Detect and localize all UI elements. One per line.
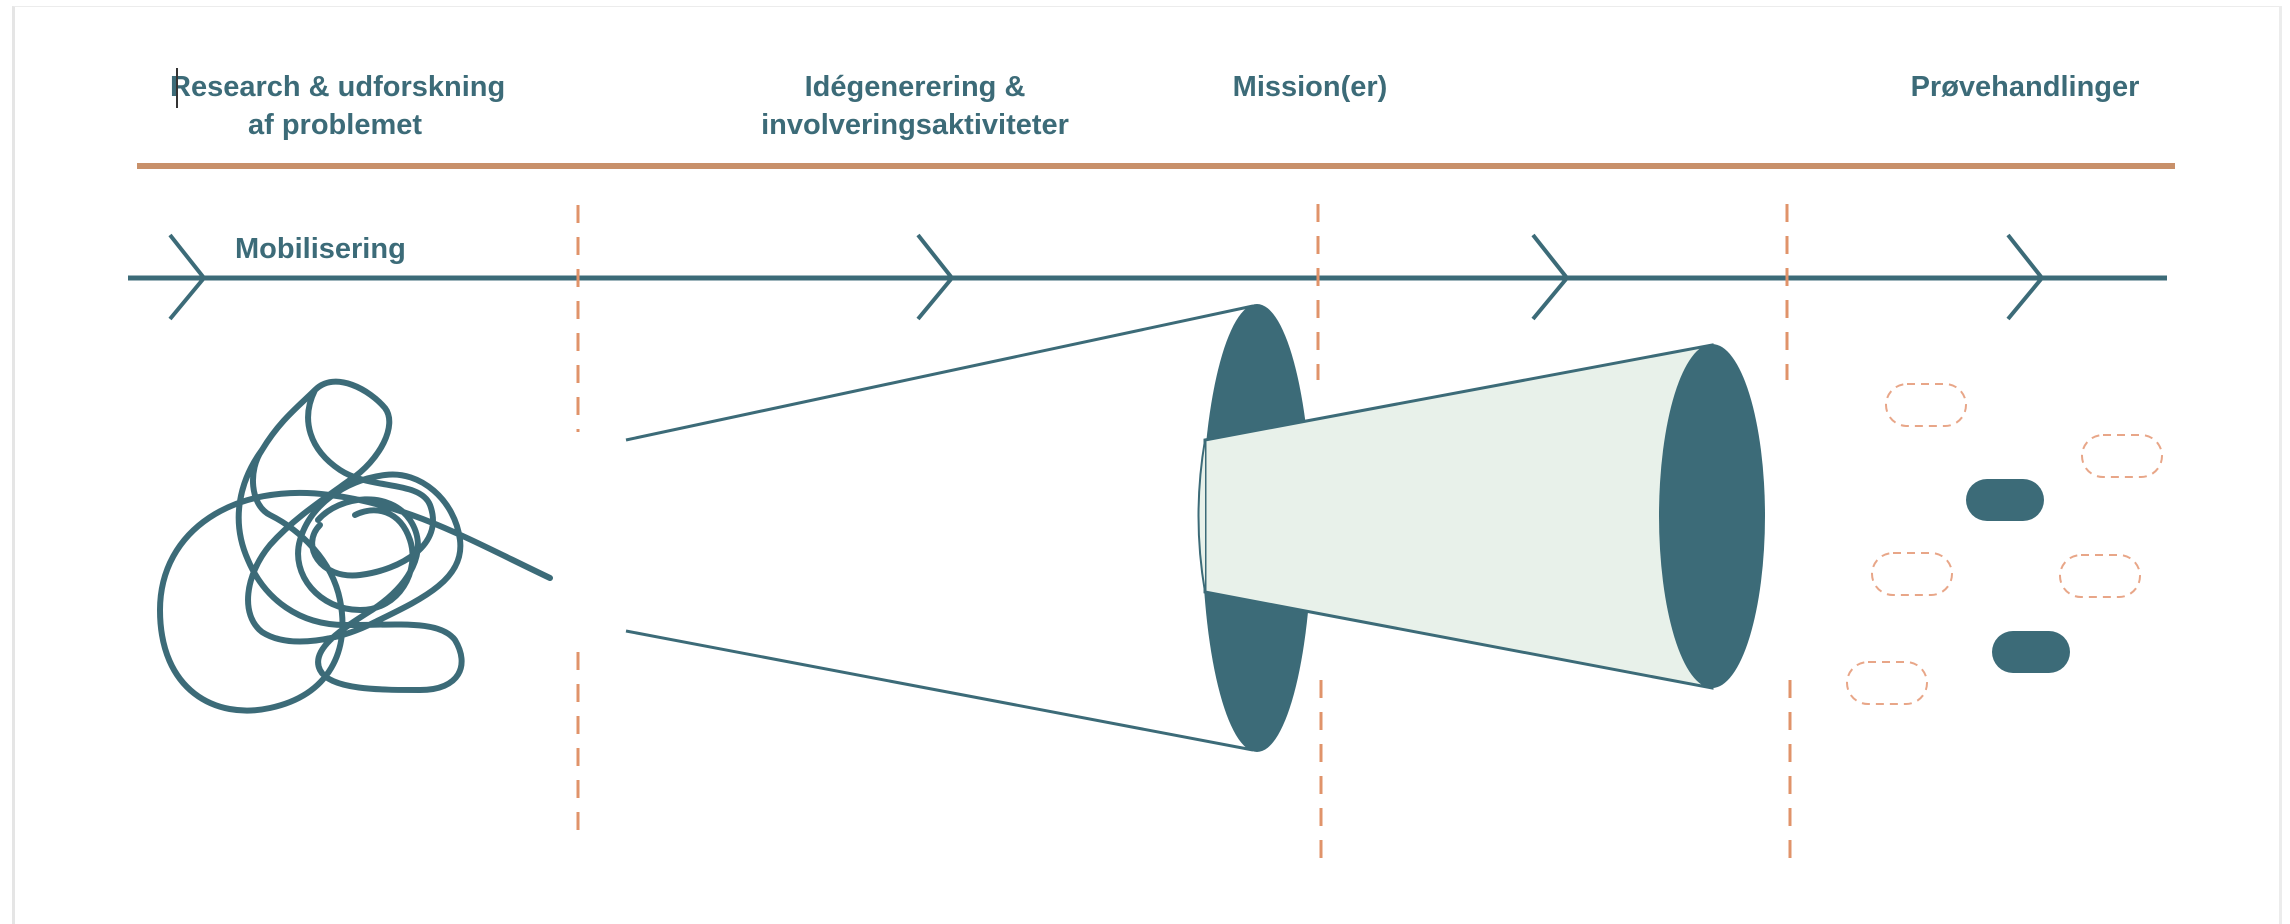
funnel-edge-top — [625, 304, 1254, 442]
timeline-label-mobilisation: Mobilisering — [235, 233, 406, 265]
phase-heading-line: af problemet — [247, 109, 423, 141]
phase-heading-line: Idégenerering & — [804, 71, 1026, 103]
chevron-icon — [2006, 233, 2045, 321]
trial-pill-dashed — [1871, 552, 1953, 596]
funnel-edge-bottom — [625, 629, 1254, 752]
cone-left-rim — [1197, 439, 1206, 593]
phase-heading-line: Prøvehandlinger — [1910, 71, 2140, 103]
phase-heading-line: Mission(er) — [1232, 71, 1388, 103]
phase-heading-ideation: Idégenerering & involveringsaktiviteter — [745, 68, 1085, 144]
text-cursor — [176, 68, 178, 108]
cone-disk — [1659, 344, 1765, 688]
chevron-icon — [916, 233, 955, 321]
chevron-icon — [168, 233, 207, 321]
trial-pill-solid — [1966, 479, 2044, 521]
trial-pill-solid — [1992, 631, 2070, 673]
chevron-icon — [1531, 233, 1570, 321]
trial-pill-dashed — [1846, 661, 1928, 705]
page-frame — [12, 6, 2282, 924]
phase-heading-line: involveringsaktiviteter — [761, 109, 1069, 141]
tangle-scribble — [157, 378, 553, 714]
phase-heading-research: Research & udforskning af problemet — [170, 68, 506, 144]
phase-heading-mission: Mission(er) — [1200, 68, 1420, 106]
trial-pill-dashed — [2081, 434, 2163, 478]
trial-pill-dashed — [2059, 554, 2141, 598]
phase-heading-trials: Prøvehandlinger — [1895, 68, 2155, 106]
phase-heading-line: Research & udforskning — [170, 71, 506, 103]
trial-pill-dashed — [1885, 383, 1967, 427]
